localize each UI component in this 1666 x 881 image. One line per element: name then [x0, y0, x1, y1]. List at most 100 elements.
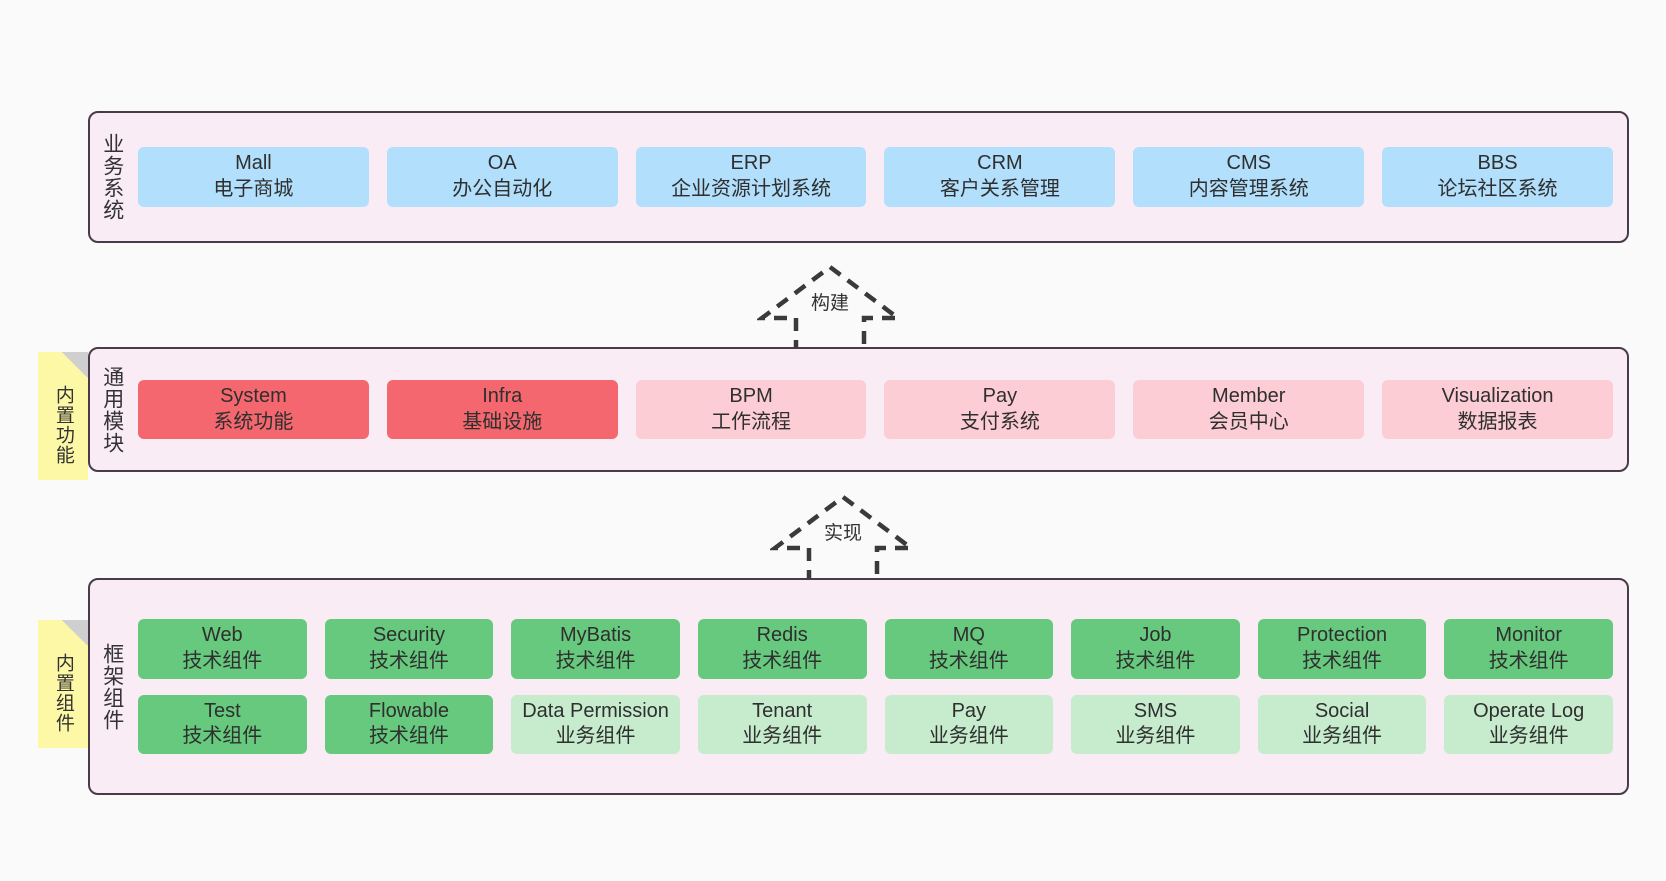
component-card-social[interactable]: Social 业务组件 [1257, 694, 1427, 754]
layer-title-framework-components: 框架组件 [100, 642, 124, 731]
component-card-title: Web [201, 624, 243, 647]
module-card-subtitle: 企业资源计划系统 [671, 178, 832, 200]
module-card-erp[interactable]: ERP 企业资源计划系统 [635, 147, 867, 207]
layer-body-business-systems: Mall 电子商城 OA 办公自动化 ERP 企业资源计划系统 CRM 客户关系… [134, 113, 1627, 241]
component-card-title: Data Permission [522, 699, 669, 722]
connector-label-build: 构建 [808, 288, 852, 315]
row: System 系统功能 Infra 基础设施 BPM 工作流程 Pay 支付系统… [138, 379, 1613, 440]
sticky-note-label: 内置功能 [52, 385, 74, 465]
layer-general-modules: 通用模块 System 系统功能 Infra 基础设施 BPM 工作流程 Pay… [88, 347, 1629, 472]
module-card-subtitle: 电子商城 [213, 178, 294, 200]
module-card-subtitle: 会员中心 [1208, 410, 1289, 433]
sticky-note-label: 内置组件 [52, 653, 74, 733]
sticky-note-builtin-components: 内置组件 [38, 620, 88, 748]
component-card-job[interactable]: Job 技术组件 [1071, 619, 1240, 679]
component-card-data-permission[interactable]: Data Permission 业务组件 [511, 694, 680, 754]
module-card-cms[interactable]: CMS 内容管理系统 [1133, 147, 1365, 207]
connector-label-implement: 实现 [821, 518, 865, 545]
component-card-title: Security [372, 624, 446, 647]
component-card-mq[interactable]: MQ 技术组件 [884, 619, 1054, 679]
component-card-title: Tenant [752, 699, 813, 722]
module-card-title: Member [1212, 384, 1286, 407]
module-card-subtitle: 支付系统 [959, 410, 1040, 433]
component-card-subtitle: 业务组件 [1488, 725, 1569, 748]
row: Mall 电子商城 OA 办公自动化 ERP 企业资源计划系统 CRM 客户关系… [138, 147, 1613, 207]
component-card-subtitle: 技术组件 [368, 649, 449, 672]
component-card-subtitle: 技术组件 [1488, 649, 1569, 672]
module-card-subtitle: 客户关系管理 [939, 178, 1060, 200]
component-card-subtitle: 业务组件 [928, 725, 1009, 748]
component-card-title: Pay [951, 699, 987, 722]
module-card-title: CRM [977, 152, 1023, 175]
module-card-oa[interactable]: OA 办公自动化 [386, 147, 618, 207]
component-card-title: Redis [756, 624, 808, 647]
component-card-tenant[interactable]: Tenant 业务组件 [697, 694, 867, 754]
component-card-security[interactable]: Security 技术组件 [324, 619, 494, 679]
component-card-subtitle: 技术组件 [555, 649, 636, 672]
module-card-title: Infra [482, 384, 523, 407]
component-card-title: MyBatis [560, 624, 632, 647]
component-card-title: Protection [1297, 624, 1388, 647]
module-card-title: Mall [235, 152, 272, 175]
component-card-title: MQ [952, 624, 985, 647]
component-card-subtitle: 技术组件 [368, 725, 449, 748]
connector-arrow-implement: 实现 [770, 492, 916, 587]
component-card-subtitle: 技术组件 [182, 649, 263, 672]
component-card-monitor[interactable]: Monitor 技术组件 [1444, 619, 1613, 679]
layer-body-general-modules: System 系统功能 Infra 基础设施 BPM 工作流程 Pay 支付系统… [134, 349, 1627, 470]
component-card-title: Monitor [1495, 624, 1563, 647]
module-card-title: Visualization [1441, 384, 1554, 407]
component-card-subtitle: 技术组件 [1302, 649, 1383, 672]
component-card-flowable[interactable]: Flowable 技术组件 [324, 694, 494, 754]
module-card-member[interactable]: Member 会员中心 [1133, 379, 1365, 440]
module-card-title: Pay [982, 384, 1018, 407]
layer-title-business-systems: 业务系统 [100, 133, 124, 221]
module-card-title: System [220, 384, 287, 407]
module-card-visualization[interactable]: Visualization 数据报表 [1382, 379, 1613, 440]
module-card-mall[interactable]: Mall 电子商城 [138, 147, 369, 207]
component-card-subtitle: 技术组件 [182, 725, 263, 748]
module-card-title: BPM [729, 384, 773, 407]
component-card-subtitle: 业务组件 [1115, 725, 1196, 748]
component-card-web[interactable]: Web 技术组件 [138, 619, 307, 679]
module-card-crm[interactable]: CRM 客户关系管理 [884, 147, 1116, 207]
module-card-title: BBS [1477, 152, 1518, 175]
component-card-pay[interactable]: Pay 业务组件 [884, 694, 1054, 754]
layer-body-framework-components: Web 技术组件 Security 技术组件 MyBatis 技术组件 Redi… [134, 580, 1627, 793]
module-card-subtitle: 办公自动化 [452, 178, 553, 200]
module-card-subtitle: 系统功能 [213, 410, 294, 433]
component-card-title: Social [1314, 699, 1370, 722]
module-card-subtitle: 数据报表 [1457, 410, 1538, 433]
component-card-sms[interactable]: SMS 业务组件 [1071, 694, 1240, 754]
component-card-title: Flowable [368, 699, 449, 722]
component-card-subtitle: 技术组件 [1115, 649, 1196, 672]
component-card-protection[interactable]: Protection 技术组件 [1257, 619, 1427, 679]
module-card-subtitle: 基础设施 [462, 410, 543, 433]
component-card-operate-log[interactable]: Operate Log 业务组件 [1444, 694, 1613, 754]
page-fold-icon [62, 352, 88, 378]
component-card-subtitle: 技术组件 [928, 649, 1009, 672]
module-card-bpm[interactable]: BPM 工作流程 [635, 379, 867, 440]
component-card-title: Test [203, 699, 241, 722]
component-card-subtitle: 业务组件 [742, 725, 823, 748]
module-card-bbs[interactable]: BBS 论坛社区系统 [1382, 147, 1613, 207]
layer-business-systems: 业务系统 Mall 电子商城 OA 办公自动化 ERP 企业资源计划系统 CRM… [88, 111, 1629, 243]
component-card-subtitle: 业务组件 [1302, 725, 1383, 748]
row: Test 技术组件 Flowable 技术组件 Data Permission … [138, 694, 1613, 754]
module-card-title: OA [487, 152, 517, 175]
module-card-subtitle: 工作流程 [711, 410, 792, 433]
component-card-redis[interactable]: Redis 技术组件 [697, 619, 867, 679]
component-card-mybatis[interactable]: MyBatis 技术组件 [511, 619, 680, 679]
module-card-subtitle: 内容管理系统 [1188, 178, 1309, 200]
component-card-title: SMS [1133, 699, 1178, 722]
module-card-pay[interactable]: Pay 支付系统 [884, 379, 1116, 440]
module-card-system[interactable]: System 系统功能 [138, 379, 369, 440]
module-card-subtitle: 论坛社区系统 [1437, 178, 1558, 200]
component-card-title: Job [1139, 624, 1172, 647]
component-card-title: Operate Log [1473, 699, 1585, 722]
component-card-test[interactable]: Test 技术组件 [138, 694, 307, 754]
module-card-infra[interactable]: Infra 基础设施 [386, 379, 618, 440]
layer-title-general-modules: 通用模块 [100, 365, 124, 454]
layer-framework-components: 框架组件 Web 技术组件 Security 技术组件 MyBatis 技术组件… [88, 578, 1629, 795]
